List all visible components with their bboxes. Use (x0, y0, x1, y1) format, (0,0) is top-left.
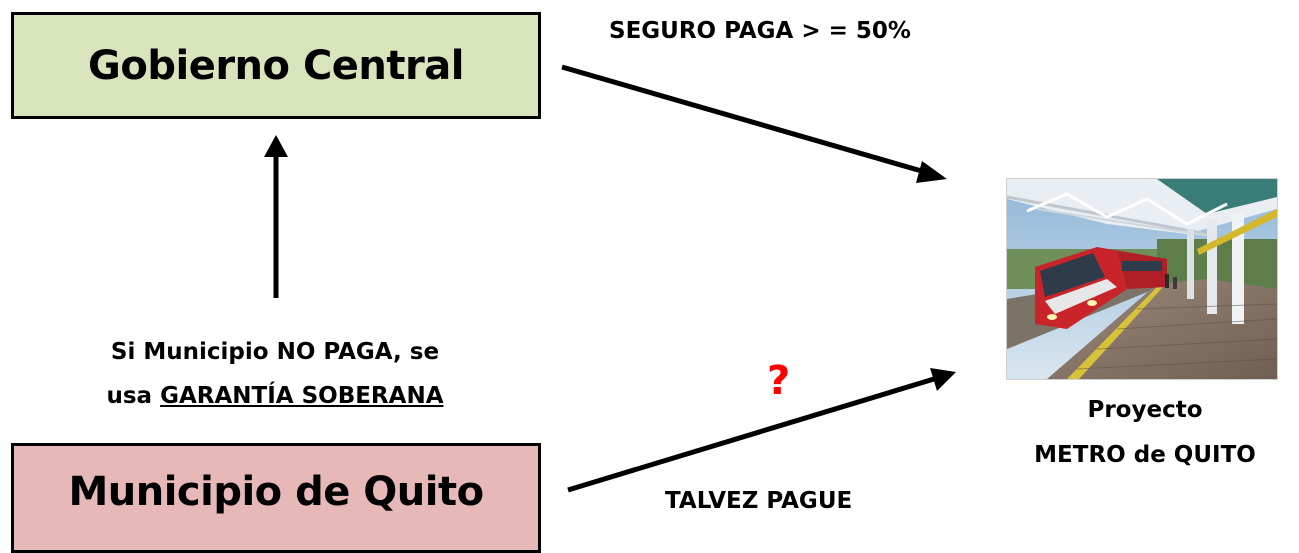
municipio-quito-box: Municipio de Quito (11, 443, 541, 553)
proyecto-line-1: Proyecto (1087, 397, 1203, 423)
proyecto-metro-label: Proyecto METRO de QUITO (1000, 388, 1290, 478)
proyecto-line-2: METRO de QUITO (1034, 442, 1256, 468)
question-mark-label: ? (767, 358, 791, 404)
train-station-photo (1006, 178, 1278, 380)
municipio-quito-label: Municipio de Quito (68, 469, 484, 515)
seguro-paga-label: SEGURO PAGA > = 50% (609, 18, 911, 44)
garantia-prefix: usa (106, 383, 161, 409)
arrow-gobierno-to-metro (561, 64, 947, 183)
talvez-pague-label: TALVEZ PAGUE (665, 488, 853, 514)
garantia-line-1: Si Municipio NO PAGA, se (110, 339, 440, 365)
gobierno-central-box: Gobierno Central (11, 12, 541, 119)
arrow-municipio-to-gobierno (264, 135, 288, 298)
garantia-soberana-note: Si Municipio NO PAGA, se usa GARANTÍA SO… (40, 330, 510, 418)
garantia-line-2: usa GARANTÍA SOBERANA (40, 374, 510, 418)
train-station-illustration (1007, 179, 1277, 379)
garantia-underlined: GARANTÍA SOBERANA (160, 383, 444, 409)
arrow-municipio-to-metro (567, 368, 956, 493)
gobierno-central-label: Gobierno Central (88, 42, 464, 89)
